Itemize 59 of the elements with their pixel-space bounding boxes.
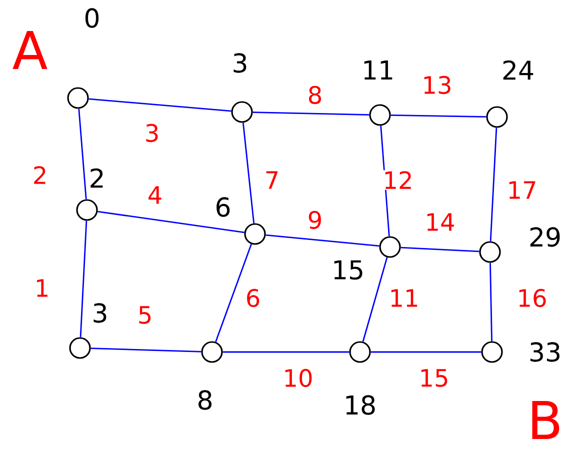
graph-edge [370,351,482,353]
graph-edge [98,210,244,234]
edge-weight: 3 [143,122,161,144]
vertex-label: 29 [530,227,560,247]
vertex-label: 0 [85,8,99,28]
graph-vertex [486,106,508,128]
vertex-label: 33 [530,342,560,362]
graph-vertex [479,241,501,263]
edge-weight: 5 [136,305,154,325]
graph-edge [490,262,492,342]
graph-edge [88,98,232,112]
edge-weight: 6 [244,288,262,308]
graph-vertex [244,223,266,245]
graph-vertex [69,337,91,359]
graph-edge [80,220,88,338]
endpoint-letter: A [12,31,48,69]
vertex-label: 18 [346,395,375,415]
graph-vertex [349,341,371,363]
graph-edge [390,114,486,118]
edge-weight: 9 [306,210,324,230]
vertex-label: 2 [90,168,103,188]
graph-vertex [379,236,401,258]
edge-weight: 15 [418,368,450,388]
vertex-label: 11 [364,60,392,80]
graph-edge [242,122,255,224]
graph-edge [222,351,350,353]
graph-edge [252,112,370,116]
graph-edge [215,244,252,342]
edge-weight: 2 [31,165,49,185]
vertex-label: 8 [198,390,212,410]
graph-vertex [201,341,223,363]
endpoint-letter: B [532,401,560,439]
graph-vertex [369,104,391,126]
edge-weight: 7 [263,170,281,190]
graph-vertex [67,87,89,109]
vertex-label: 3 [234,53,246,73]
graph-edge [78,108,87,200]
edge-weight: 4 [146,185,164,205]
edge-weight: 17 [506,180,538,200]
edge-weight: 14 [424,212,456,232]
edge-weight: 8 [306,84,324,106]
graph-edge [362,257,388,342]
graph-edge [490,128,498,242]
graph-edge [90,348,202,352]
graph-vertex [231,101,253,123]
edge-weight: 16 [516,288,548,308]
edge-weight: 13 [420,74,454,96]
vertex-label: 15 [334,260,362,280]
edge-weight: 1 [33,278,51,298]
vertex-label: 3 [94,303,106,323]
graph-edge [400,246,480,252]
edge-weight: 12 [382,170,414,190]
vertex-label: 6 [216,197,230,217]
edge-weight: 10 [282,368,314,388]
vertex-label: 24 [503,60,534,80]
edge-weight: 11 [388,288,420,308]
graph-edge [266,234,380,247]
graph-vertex [481,341,503,363]
graph-vertex [76,199,98,221]
